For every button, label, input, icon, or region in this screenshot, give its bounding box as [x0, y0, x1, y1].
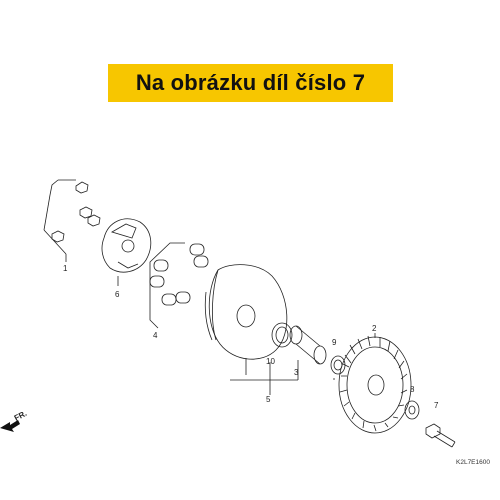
callout-7: 7 — [434, 401, 439, 410]
face-ring-part — [271, 322, 293, 348]
callout-8: 8 — [410, 385, 415, 394]
callout-2: 2 — [372, 324, 377, 333]
front-arrow-icon: FR. — [0, 409, 28, 432]
callout-9: 9 — [332, 338, 337, 347]
callout-3: 3 — [294, 368, 299, 377]
ramp-plate-part — [101, 218, 152, 286]
slide-pieces-group — [43, 179, 101, 262]
banner-text: Na obrázku díl číslo 7 — [135, 70, 366, 95]
callout-4: 4 — [153, 331, 158, 340]
callout-5: 5 — [266, 395, 271, 404]
washer-8-part — [404, 400, 420, 420]
diagram-code: K2L7E1600 — [456, 459, 490, 466]
part-number-banner: Na obrázku díl číslo 7 — [108, 64, 393, 102]
drive-face-fins-part — [338, 333, 412, 434]
flange-bolt-part — [425, 423, 456, 448]
callout-10: 10 — [266, 357, 275, 366]
washer-9-part — [330, 355, 346, 375]
collar-sleeve-part — [289, 325, 327, 365]
weight-rollers-group — [149, 242, 209, 329]
callout-6: 6 — [115, 290, 120, 299]
callout-1: 1 — [63, 264, 68, 273]
drive-face-pulley — [204, 264, 288, 375]
front-arrow-label: FR. — [13, 409, 29, 423]
